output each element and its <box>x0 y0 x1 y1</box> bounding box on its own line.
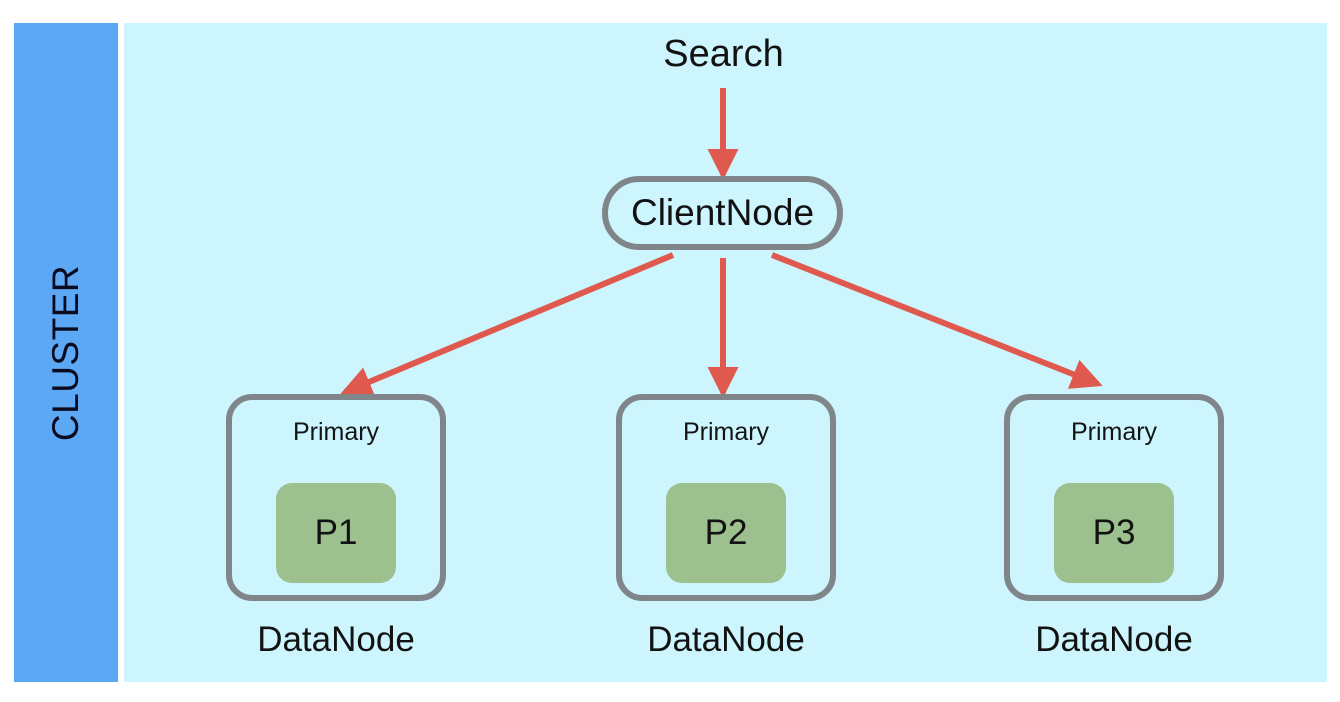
cluster-label: CLUSTER <box>14 23 118 682</box>
cluster-band <box>14 23 118 682</box>
shard-box-p1[interactable]: P1 <box>276 483 396 583</box>
data-node-caption-2: DataNode <box>647 620 805 659</box>
client-node-label: ClientNode <box>630 191 815 233</box>
shard-label-p3: P3 <box>1092 512 1136 552</box>
shard-box-p3[interactable]: P3 <box>1054 483 1174 583</box>
data-node-box-3[interactable]: Primary P3 <box>1004 394 1224 601</box>
primary-label-1: Primary <box>292 418 380 446</box>
client-node-box[interactable]: ClientNode <box>602 176 843 250</box>
search-label: Search <box>663 33 784 75</box>
shard-label-p1: P1 <box>314 512 358 552</box>
data-node-caption-1: DataNode <box>257 620 415 659</box>
primary-label-2: Primary <box>682 418 770 446</box>
cluster-label-text: CLUSTER <box>45 264 87 441</box>
data-node-box-2[interactable]: Primary P2 <box>616 394 836 601</box>
data-node-caption-3: DataNode <box>1035 620 1193 659</box>
data-node-box-1[interactable]: Primary P1 <box>226 394 446 601</box>
primary-label-3: Primary <box>1070 418 1158 446</box>
shard-label-p2: P2 <box>704 512 748 552</box>
shard-box-p2[interactable]: P2 <box>666 483 786 583</box>
